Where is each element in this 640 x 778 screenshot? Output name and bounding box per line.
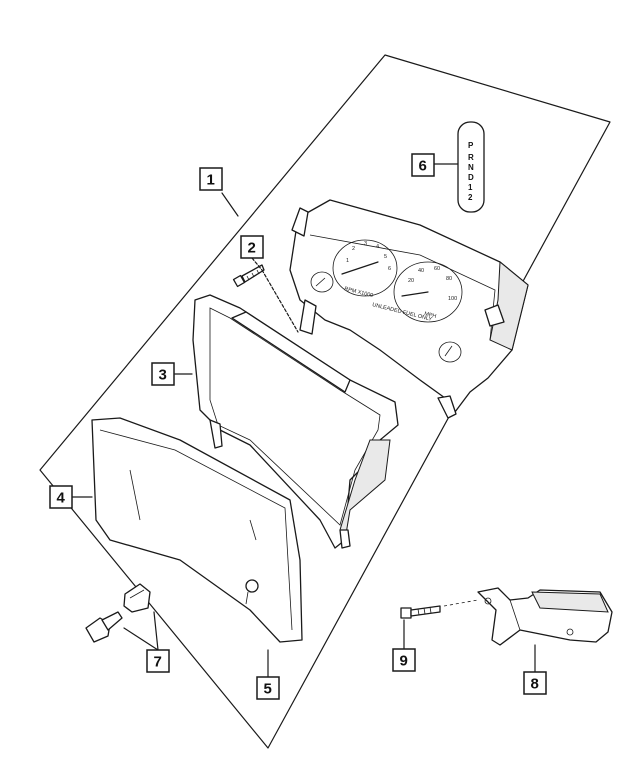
speedo-label: MPH <box>424 311 437 320</box>
small-gauge-left <box>310 271 334 293</box>
callout-2: 2 <box>240 235 264 259</box>
small-gauge-right <box>438 341 462 363</box>
callout-9: 9 <box>392 648 416 672</box>
lens-knob <box>245 579 259 593</box>
svg-text:5: 5 <box>264 681 272 698</box>
svg-text:9: 9 <box>400 653 408 670</box>
tach-number: 4 <box>376 244 379 250</box>
tach-number: 6 <box>388 266 391 272</box>
callout-1: 1 <box>199 167 223 191</box>
callout-3: 3 <box>151 362 175 386</box>
bulb-sockets <box>85 583 151 643</box>
leader-lines <box>71 163 536 678</box>
svg-text:8: 8 <box>531 676 539 693</box>
prnd-letter: P <box>468 141 474 150</box>
speedo-number: 100 <box>448 296 457 302</box>
screw-part-9 <box>400 599 479 619</box>
tach-number: 5 <box>384 254 387 260</box>
tachometer-dial <box>332 239 398 297</box>
mounting-bracket <box>477 587 613 646</box>
prnd-letter: 2 <box>468 193 473 202</box>
callout-6: 6 <box>411 153 435 177</box>
prnd-letter: 1 <box>468 183 473 192</box>
assembly-boundary <box>39 54 611 749</box>
tach-number: 1 <box>346 258 349 264</box>
tach-number: 3 <box>364 241 367 247</box>
tach-number: 2 <box>352 246 355 252</box>
speedo-number: 40 <box>418 268 424 274</box>
speedometer-dial <box>393 261 463 323</box>
prnd-letter: D <box>468 173 474 182</box>
svg-text:7: 7 <box>154 654 162 671</box>
speedo-number: 20 <box>408 278 414 284</box>
instrument-cluster: RPM X1000 UNLEADED FUEL ONLY MPH 20 40 6… <box>289 199 529 419</box>
callout-8: 8 <box>523 671 547 695</box>
speedo-number: 60 <box>434 266 440 272</box>
cluster-lens <box>91 417 303 643</box>
bezel-frame <box>192 294 399 549</box>
screw-part-2 <box>232 264 265 288</box>
speedo-number: 80 <box>446 276 452 282</box>
svg-text:6: 6 <box>419 158 427 175</box>
svg-text:4: 4 <box>57 490 66 507</box>
svg-text:2: 2 <box>248 240 256 257</box>
svg-text:3: 3 <box>159 367 167 384</box>
prnd-letter: N <box>468 163 474 172</box>
prnd-indicator: P R N D 1 2 <box>457 121 485 213</box>
callout-7: 7 <box>146 649 170 673</box>
svg-text:1: 1 <box>207 172 215 189</box>
callout-4: 4 <box>49 485 73 509</box>
prnd-letter: R <box>468 153 474 162</box>
callout-5: 5 <box>256 676 280 700</box>
